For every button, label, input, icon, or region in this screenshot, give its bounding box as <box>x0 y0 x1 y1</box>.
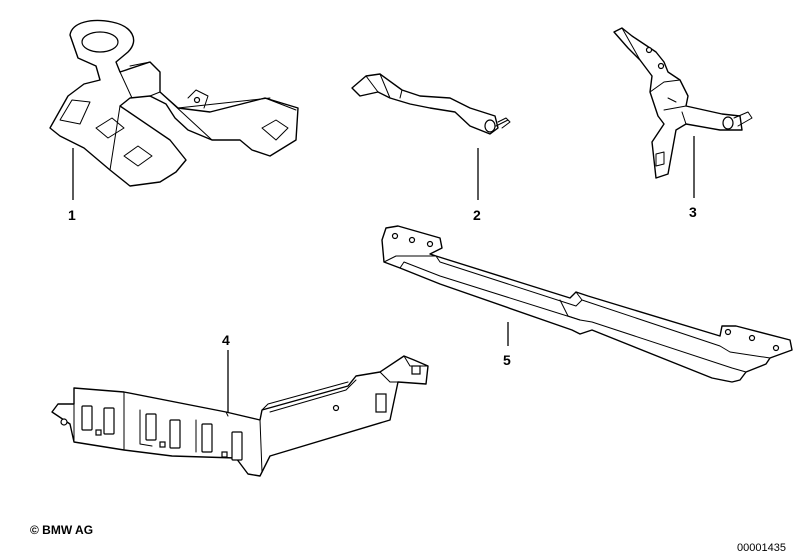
copyright-label: © BMW AG <box>30 523 94 537</box>
callout-5: 5 <box>503 352 511 368</box>
part-5-rail <box>381 225 793 383</box>
callout-1: 1 <box>68 207 76 223</box>
callout-2: 2 <box>473 207 481 223</box>
part-2-strap <box>351 73 511 135</box>
part-4-bracket <box>51 355 429 477</box>
diagram-reference-number: 00001435 <box>737 542 786 554</box>
callout-3: 3 <box>689 204 697 220</box>
part-1-bracket <box>49 19 299 187</box>
callout-4: 4 <box>222 332 230 348</box>
part-3-bracket <box>613 27 753 179</box>
